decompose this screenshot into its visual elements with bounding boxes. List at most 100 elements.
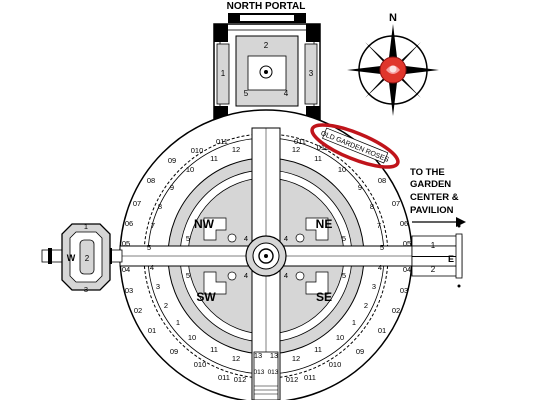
svg-text:10: 10 <box>186 165 194 174</box>
svg-text:5: 5 <box>342 271 346 280</box>
svg-text:8: 8 <box>158 202 162 211</box>
svg-text:3: 3 <box>372 282 376 291</box>
svg-text:03: 03 <box>125 286 133 295</box>
svg-text:10: 10 <box>336 333 344 342</box>
svg-text:04: 04 <box>403 265 411 274</box>
quadrant-ne: NE <box>316 217 333 231</box>
svg-text:10: 10 <box>338 165 346 174</box>
svg-text:11: 11 <box>314 154 322 163</box>
svg-text:011: 011 <box>304 373 316 382</box>
svg-text:4: 4 <box>284 234 288 243</box>
svg-text:5: 5 <box>186 234 190 243</box>
svg-text:12: 12 <box>232 145 240 154</box>
compass: N <box>347 12 439 116</box>
ring-bed-labels: 011 010 09 08 07 06 05 04 03 02 01 011 0… <box>122 137 411 382</box>
svg-text:013: 013 <box>268 369 279 376</box>
east-path-2: 2 <box>431 265 436 274</box>
svg-text:010: 010 <box>329 360 342 369</box>
svg-text:5: 5 <box>380 243 384 252</box>
svg-text:01: 01 <box>378 326 386 335</box>
arrow-right-icon <box>456 217 466 227</box>
svg-text:12: 12 <box>232 354 240 363</box>
portal-num-5: 5 <box>244 89 249 98</box>
quadrant-sw: SW <box>196 290 216 304</box>
west-gate-bed-1: 1 <box>84 222 88 231</box>
svg-text:2: 2 <box>364 301 368 310</box>
svg-text:4: 4 <box>150 263 154 272</box>
svg-text:07: 07 <box>392 199 400 208</box>
svg-text:7: 7 <box>151 221 155 230</box>
svg-text:011: 011 <box>294 137 306 146</box>
west-gate-letter: W <box>67 253 76 263</box>
svg-text:09: 09 <box>170 347 178 356</box>
portal-num-1: 1 <box>221 69 226 78</box>
svg-text:06: 06 <box>400 219 408 228</box>
inner-bed-labels: 12 11 10 9 8 7 5 4 3 2 1 12 11 10 9 8 7 … <box>147 145 384 363</box>
directions-note: TO THE GARDEN CENTER & PAVILION <box>410 167 466 227</box>
svg-text:4: 4 <box>244 234 248 243</box>
portal-bed-1 <box>216 43 230 105</box>
svg-text:13: 13 <box>254 351 262 360</box>
svg-text:12: 12 <box>292 354 300 363</box>
svg-text:8: 8 <box>370 202 374 211</box>
svg-text:012: 012 <box>234 375 247 384</box>
portal-num-3: 3 <box>309 69 314 78</box>
directions-line-3: CENTER & <box>410 192 459 203</box>
west-gate: 1 W 2 3 <box>41 222 123 294</box>
svg-text:09: 09 <box>356 347 364 356</box>
directions-line-1: TO THE <box>410 167 445 178</box>
svg-text:4: 4 <box>284 271 288 280</box>
svg-text:010: 010 <box>191 146 204 155</box>
portal-num-2: 2 <box>264 41 269 50</box>
svg-text:5: 5 <box>147 243 151 252</box>
svg-text:06: 06 <box>125 219 133 228</box>
svg-text:013: 013 <box>254 369 265 376</box>
callout-ellipse <box>310 123 400 169</box>
svg-text:5: 5 <box>342 234 346 243</box>
svg-text:13: 13 <box>270 351 278 360</box>
compass-north-label: N <box>389 12 397 24</box>
svg-text:11: 11 <box>314 345 322 354</box>
svg-text:010: 010 <box>194 360 207 369</box>
north-portal: NORTH PORTAL 1 2 3 4 5 <box>213 1 321 128</box>
svg-text:12: 12 <box>292 145 300 154</box>
svg-text:07: 07 <box>133 199 141 208</box>
west-gate-bed-2: 2 <box>85 254 90 263</box>
directions-line-2: GARDEN <box>410 179 451 190</box>
svg-text:4: 4 <box>244 271 248 280</box>
svg-text:02: 02 <box>134 306 142 315</box>
svg-text:2: 2 <box>164 301 168 310</box>
east-path: 1 E 2 <box>411 224 463 288</box>
svg-text:011: 011 <box>216 137 228 146</box>
svg-text:03: 03 <box>400 286 408 295</box>
directions-line-4: PAVILION <box>410 205 454 216</box>
svg-text:4: 4 <box>378 263 382 272</box>
svg-text:04: 04 <box>122 265 130 274</box>
svg-text:010: 010 <box>317 143 330 152</box>
north-portal-title: NORTH PORTAL <box>227 1 306 12</box>
svg-text:1: 1 <box>352 318 356 327</box>
svg-text:5: 5 <box>186 271 190 280</box>
circular-garden: NW NE SW SE 011 010 09 08 07 06 05 04 03… <box>119 109 413 400</box>
svg-text:05: 05 <box>122 239 130 248</box>
svg-text:05: 05 <box>403 239 411 248</box>
svg-text:10: 10 <box>188 333 196 342</box>
east-gate-letter: E <box>448 254 454 264</box>
svg-text:08: 08 <box>147 176 155 185</box>
svg-text:011: 011 <box>218 373 230 382</box>
west-gate-bed-3: 3 <box>84 285 88 294</box>
svg-text:012: 012 <box>286 375 299 384</box>
portal-num-4: 4 <box>284 89 289 98</box>
svg-text:09: 09 <box>168 156 176 165</box>
svg-text:02: 02 <box>392 306 400 315</box>
svg-text:11: 11 <box>210 154 218 163</box>
svg-text:7: 7 <box>377 221 381 230</box>
east-path-1: 1 <box>431 241 436 250</box>
portal-bed-3 <box>304 43 318 105</box>
svg-text:08: 08 <box>378 176 386 185</box>
svg-text:01: 01 <box>148 326 156 335</box>
quadrant-nw: NW <box>194 217 215 231</box>
south-entrance: 13 13 012 012 013 013 <box>234 351 299 400</box>
svg-text:9: 9 <box>170 183 174 192</box>
